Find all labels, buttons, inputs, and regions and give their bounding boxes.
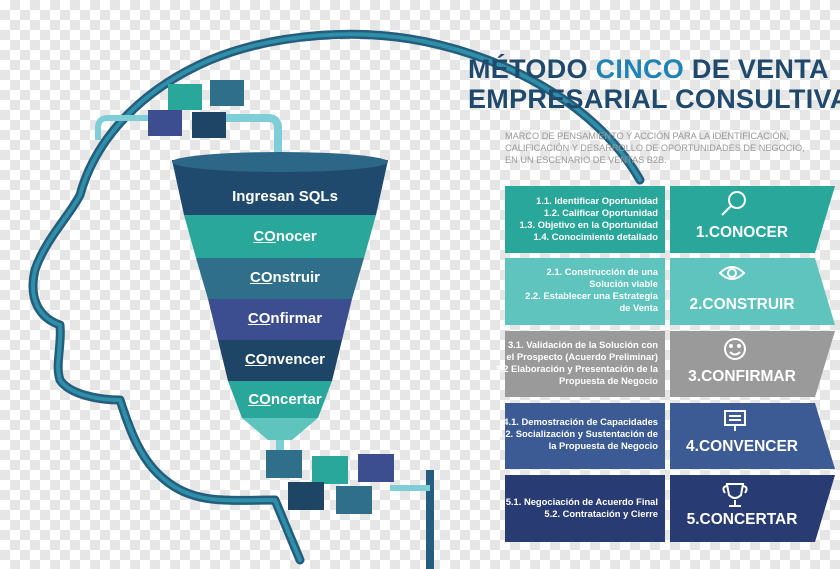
trophy-icon xyxy=(722,483,748,507)
funnel-rest: ncertar xyxy=(270,391,322,408)
cube xyxy=(288,482,324,510)
funnel-prefix: CO xyxy=(244,351,268,368)
funnel-rest: nocer xyxy=(275,228,317,245)
step-line: 1.2. Calificar Oportunidad xyxy=(543,207,658,218)
funnel-band-construir xyxy=(196,258,364,299)
title-text: MÉTODO xyxy=(468,54,596,84)
step-line: 3.2 Elaboración y Presentación de la xyxy=(495,363,658,374)
cube xyxy=(210,80,244,106)
funnel-label-ingresan: Ingresan SQLs xyxy=(232,188,338,205)
funnel-rest: nfirmar xyxy=(270,310,323,327)
step-2-text-bar xyxy=(505,258,665,325)
head-silhouette-inner xyxy=(31,32,642,562)
subtitle: MARCO DE PENSAMIENTO Y ACCIÓN PARA LA ID… xyxy=(505,131,805,165)
step-line: 5.1. Negociación de Acuerdo Final xyxy=(505,496,658,507)
step-line: Solución viable xyxy=(589,278,658,289)
step-line: 1.3. Objetivo en la Oportunidad xyxy=(519,219,658,230)
cube xyxy=(312,456,348,484)
title-accent: CINCO xyxy=(595,54,685,84)
funnel-tip xyxy=(242,418,318,440)
cube xyxy=(336,486,372,514)
cube xyxy=(148,110,182,136)
presentation-icon xyxy=(724,410,746,431)
step-line: 1.4. Conocimiento detallado xyxy=(533,231,659,242)
title-line-1: MÉTODO CINCO DE VENTA xyxy=(468,54,829,84)
cube-cluster-bottom xyxy=(266,450,394,514)
step-3-label: 3.CONFIRMAR xyxy=(688,368,796,385)
funnel-band-ingresan xyxy=(172,160,388,215)
cube xyxy=(358,454,394,482)
connector-top xyxy=(225,114,282,160)
step-5-label-bar xyxy=(670,475,835,542)
step-bars xyxy=(505,186,835,542)
funnel-rest: nvencer xyxy=(267,351,326,368)
step-2-description: 2.1. Construcción de una Solución viable… xyxy=(488,266,658,314)
funnel-label-convencer: COnvencer xyxy=(180,351,390,368)
step-2-label: 2.CONSTRUIR xyxy=(689,296,795,313)
connector-top-left xyxy=(95,115,150,140)
step-line: de Venta xyxy=(619,302,658,313)
step-4-description: 4.1. Demostración de Capacidades 4.2. So… xyxy=(488,416,658,452)
step-1-text-bar xyxy=(505,186,665,253)
cube xyxy=(192,112,226,138)
cube xyxy=(168,84,202,110)
step-line: el Prospecto (Acuerdo Preliminar) xyxy=(506,351,658,362)
step-1-label: 1.CONOCER xyxy=(695,224,789,241)
funnel-band-convencer xyxy=(218,340,342,381)
step-line: 2.1. Construcción de una xyxy=(546,266,658,277)
funnel-rim xyxy=(172,152,388,172)
magnifier-icon xyxy=(721,191,746,216)
step-line: 2.2. Establecer una Estrategia xyxy=(525,290,658,301)
eye-icon xyxy=(718,266,746,280)
funnel-label-construir: COnstruir xyxy=(180,269,390,286)
step-4-text-bar xyxy=(505,403,665,469)
funnel-prefix: CO xyxy=(253,228,276,245)
step-5-text-bar xyxy=(505,475,665,542)
sales-funnel xyxy=(172,152,388,440)
title-line-2: EMPRESARIAL CONSULTIVA xyxy=(468,84,840,114)
step-3-text-bar xyxy=(505,331,665,397)
step-3-description: 3.1. Validación de la Solución con el Pr… xyxy=(488,339,658,387)
step-2-label-bar xyxy=(670,258,835,325)
cube xyxy=(266,450,302,478)
step-4-label: 4.CONVENCER xyxy=(686,438,798,455)
funnel-prefix: CO xyxy=(248,391,271,408)
step-line: 3.1. Validación de la Solución con xyxy=(507,339,658,350)
title: MÉTODO CINCO DE VENTA EMPRESARIAL CONSUL… xyxy=(468,54,840,114)
funnel-label-concertar: COncertar xyxy=(180,391,390,408)
funnel-label-confirmar: COnfirmar xyxy=(180,310,390,327)
step-line: 1.1. Identificar Oportunidad xyxy=(536,195,658,206)
funnel-prefix: CO xyxy=(247,310,271,327)
step-1-description: 1.1. Identificar Oportunidad 1.2. Califi… xyxy=(488,195,658,243)
title-text: DE VENTA xyxy=(684,54,829,84)
step-4-label-bar xyxy=(670,403,835,469)
cube-cluster-top xyxy=(148,80,244,138)
step-5-description: 5.1. Negociación de Acuerdo Final 5.2. C… xyxy=(488,496,658,520)
funnel-band-concertar xyxy=(228,381,332,418)
step-line: 4.2. Socialización y Sustentación de xyxy=(497,428,658,439)
step-line: 5.2. Contratación y Cierre xyxy=(544,508,658,519)
step-3-label-bar xyxy=(670,331,835,397)
step-5-label: 5.CONCERTAR xyxy=(686,511,798,528)
step-line: 4.1. Demostración de Capacidades xyxy=(503,416,658,427)
smiley-icon xyxy=(724,338,746,360)
step-line: la Propuesta de Negocio xyxy=(548,440,658,451)
funnel-rest: nstruir xyxy=(272,269,320,286)
step-line: Propuesta de Negocio xyxy=(559,375,658,386)
funnel-band-confirmar xyxy=(208,299,352,340)
funnel-band-conocer xyxy=(184,215,376,258)
funnel-label-conocer: COnocer xyxy=(180,228,390,245)
funnel-prefix: CO xyxy=(249,269,273,286)
step-1-label-bar xyxy=(670,186,835,253)
